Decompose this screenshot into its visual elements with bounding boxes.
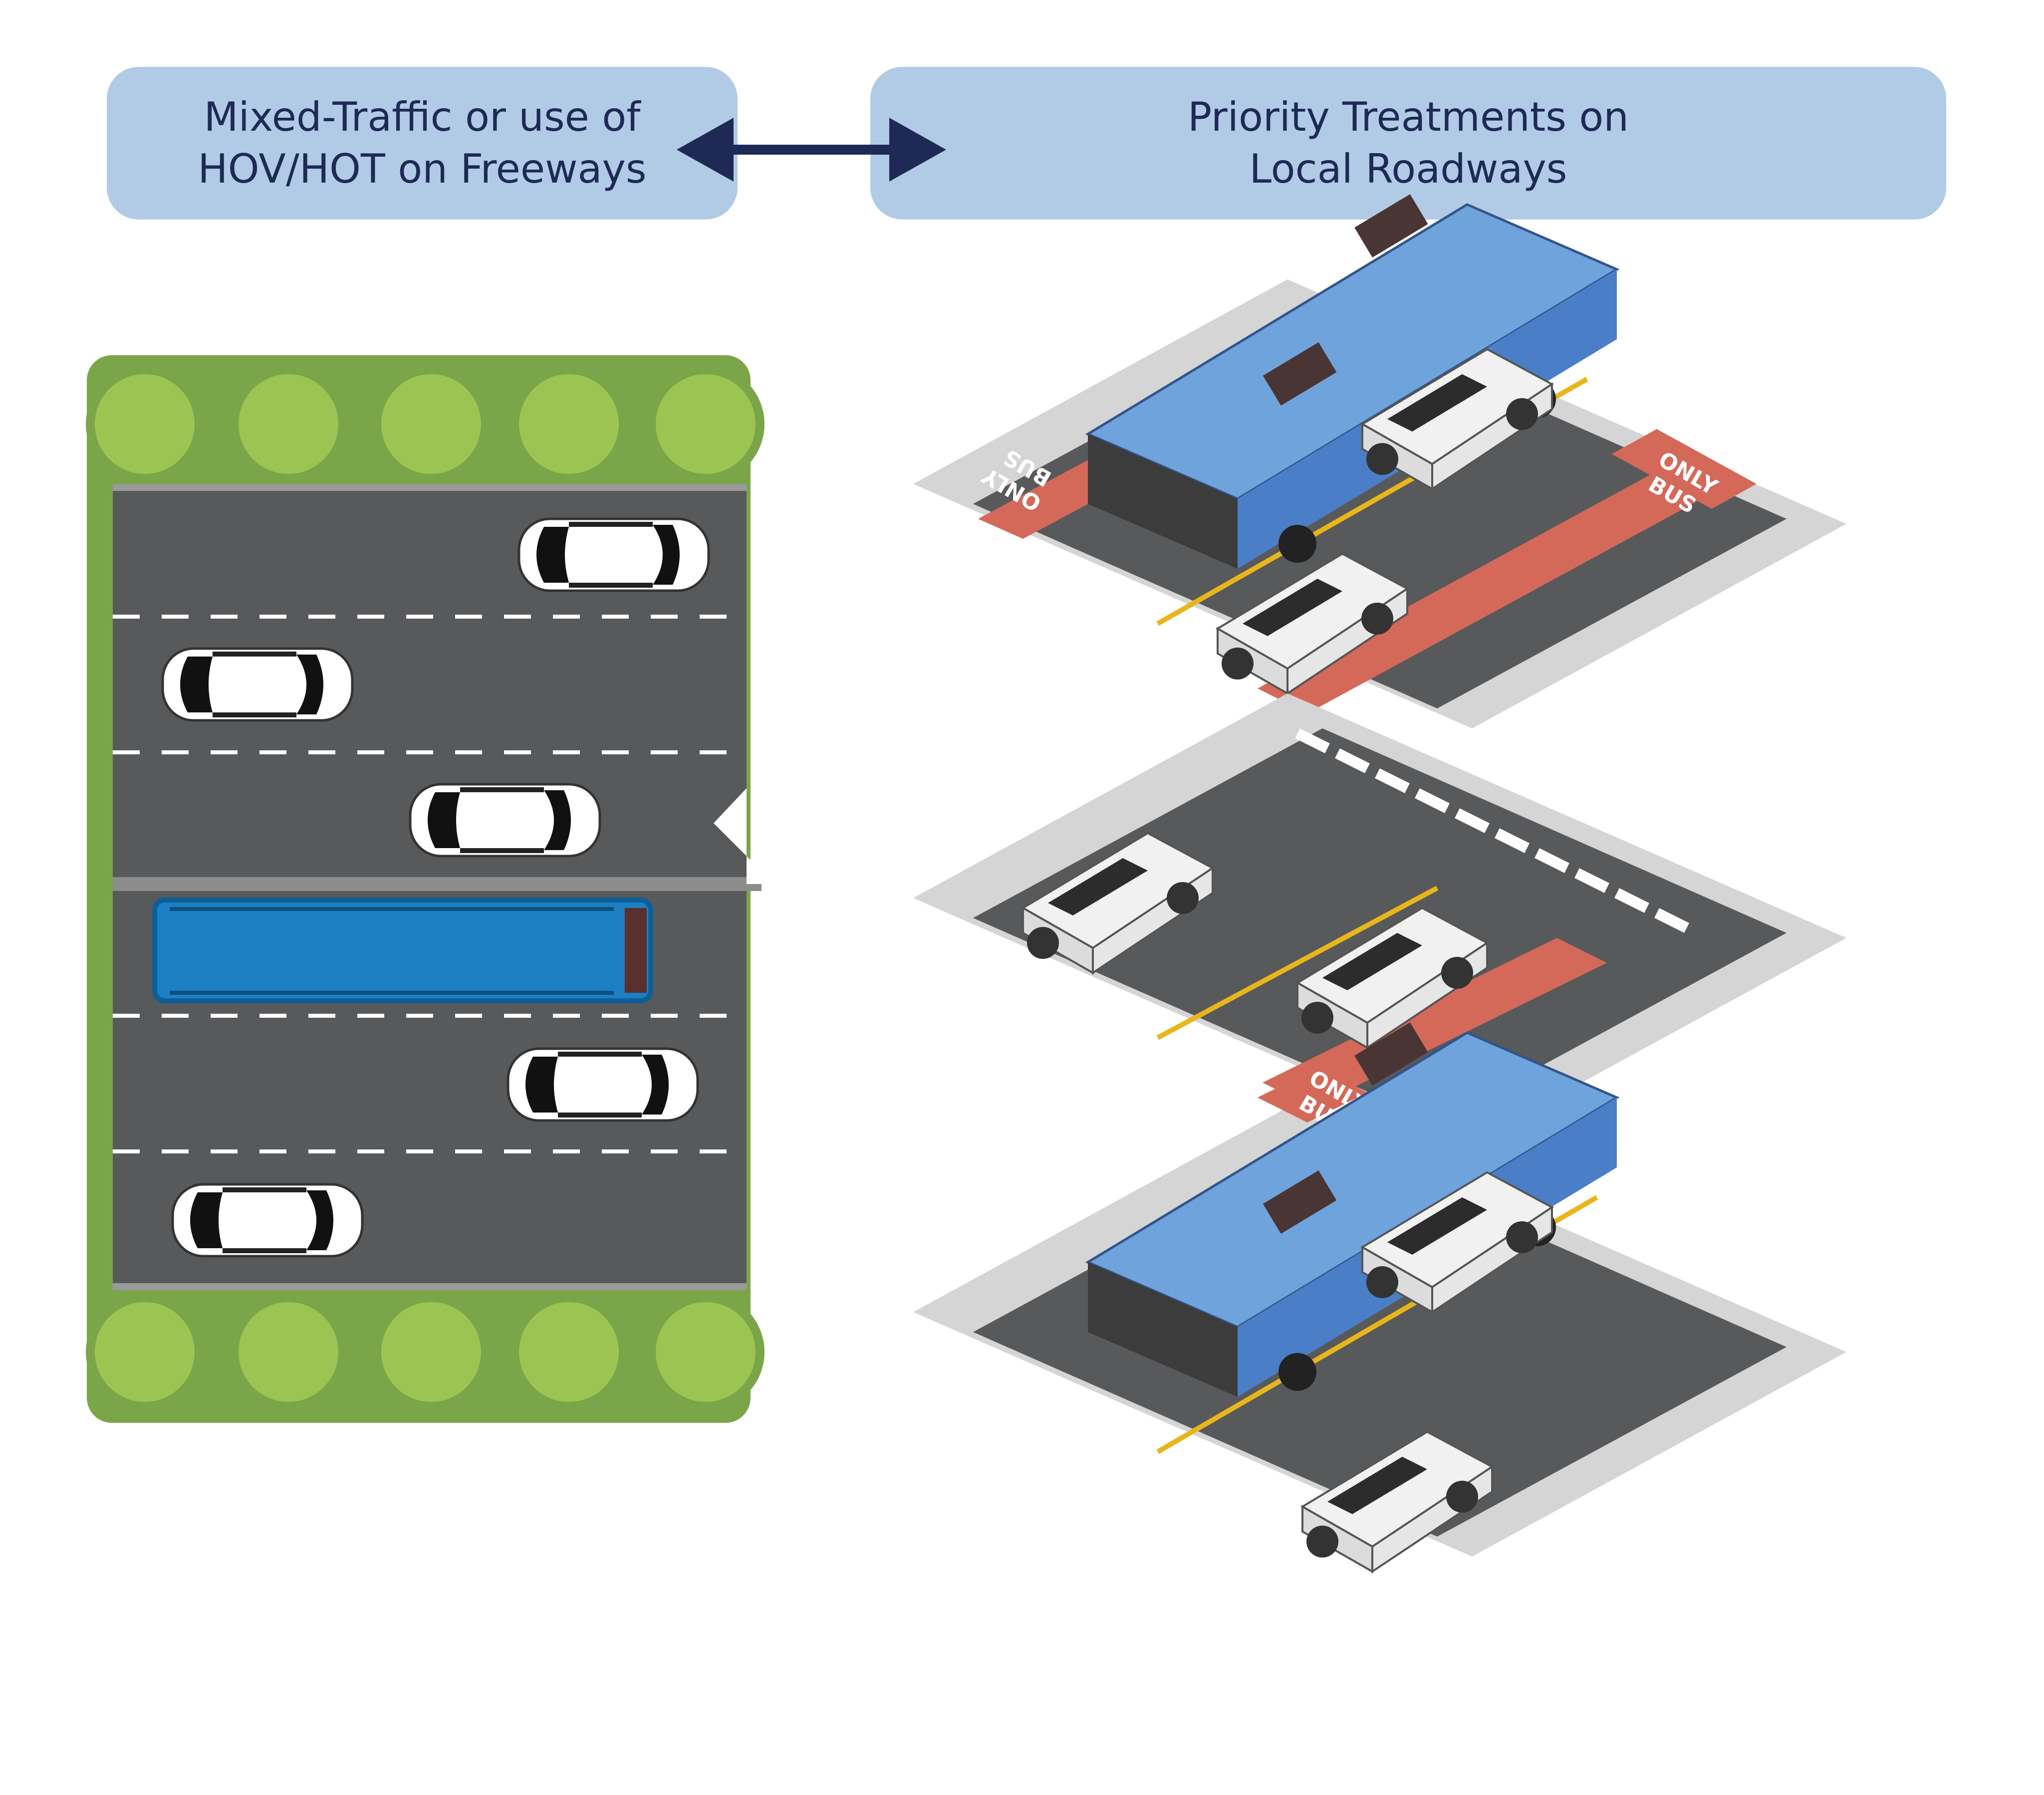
freeway-label: Mixed-Traffic or use of HOV/HOT on Freew… bbox=[198, 94, 647, 192]
freeway-panel bbox=[86, 355, 774, 1423]
freeway-label-box: Mixed-Traffic or use of HOV/HOT on Freew… bbox=[107, 67, 738, 220]
local-roadways-panel: ONLY BUS ONLY BUS bbox=[913, 194, 1846, 1572]
bus-icon bbox=[152, 898, 653, 1003]
crosswalk-icon bbox=[1295, 728, 1689, 933]
local-roadways-label-box: Priority Treatments on Local Roadways bbox=[870, 67, 1946, 220]
local-roadways-label: Priority Treatments on Local Roadways bbox=[1188, 94, 1629, 192]
double-arrow-icon bbox=[677, 118, 946, 182]
